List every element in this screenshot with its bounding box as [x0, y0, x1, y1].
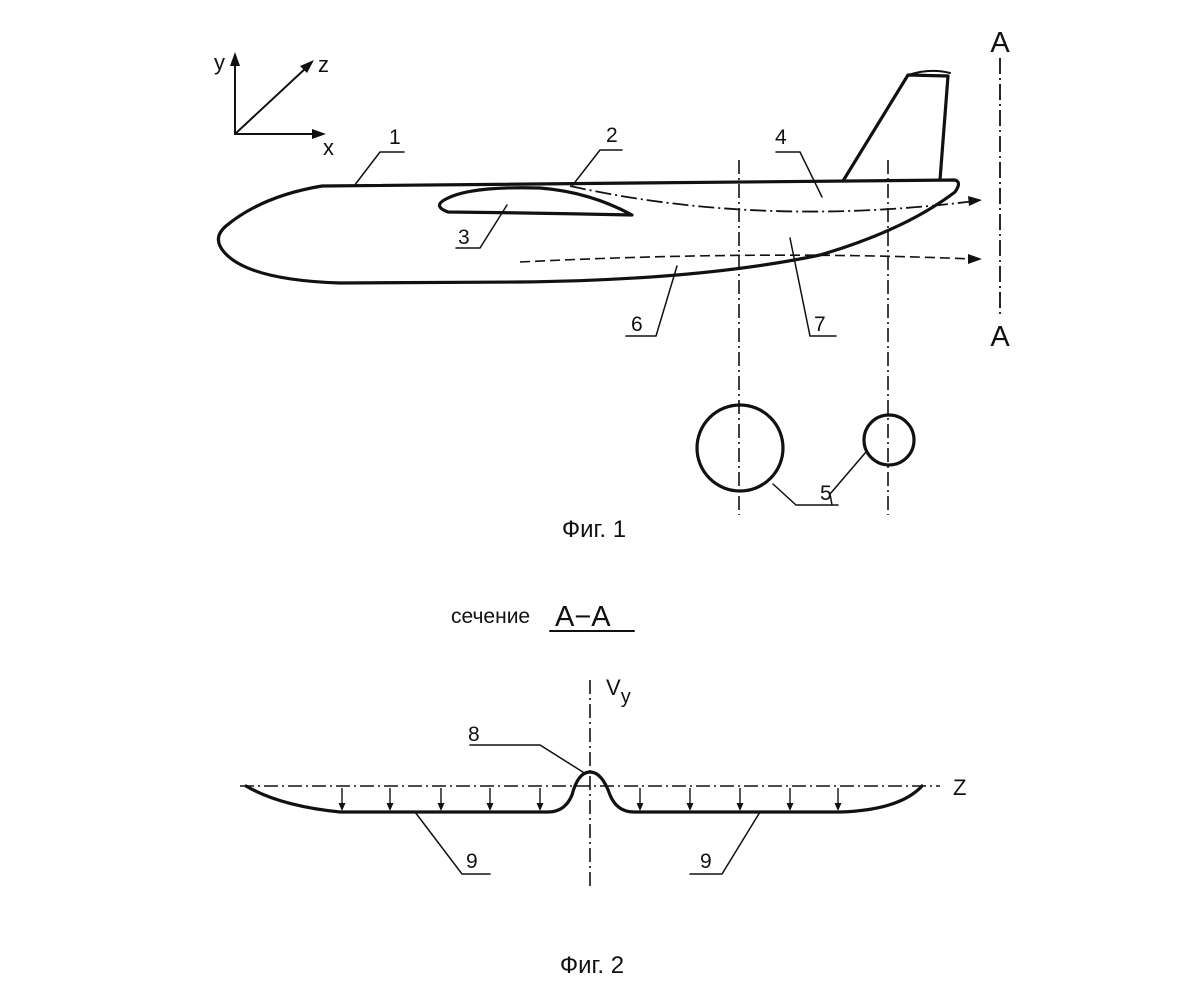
callout-2: 2	[606, 124, 618, 147]
vertical-tail-outline	[841, 73, 950, 183]
engine-large-circle	[695, 403, 785, 493]
leader-5a	[772, 483, 839, 506]
downwash-arrow-icon	[437, 803, 445, 811]
y-axis-arrow-icon	[230, 52, 240, 66]
callout-4: 4	[775, 126, 787, 149]
y-axis-label: y	[214, 50, 225, 75]
leader-9-right	[689, 811, 761, 875]
leader-lines	[353, 149, 867, 506]
leader-9-left	[414, 811, 491, 875]
figure-2-caption: Фиг. 2	[560, 952, 624, 979]
callout-1: 1	[389, 126, 401, 149]
downwash-arrow-icon	[338, 803, 346, 811]
downwash-arrow-icon	[686, 803, 694, 811]
figure-2: сечение A−A Z Vy 8 9 9 Фиг. 2	[240, 601, 966, 979]
downwash-arrows	[338, 788, 842, 811]
callout-6: 6	[631, 313, 643, 336]
x-axis-arrow-icon	[312, 129, 326, 139]
downwash-arrow-icon	[636, 803, 644, 811]
flow-lower-arrow-icon	[968, 254, 982, 264]
engine-small-circle	[862, 413, 916, 467]
leader-4	[775, 151, 823, 198]
leader-5b	[829, 451, 867, 506]
z-axis-line	[234, 66, 308, 135]
callout-7: 7	[814, 313, 826, 336]
leader-8	[469, 744, 587, 775]
section-title-prefix: сечение	[451, 605, 530, 628]
downwash-arrow-icon	[386, 803, 394, 811]
leader-6	[625, 265, 678, 337]
callout-9-left: 9	[466, 850, 478, 873]
callout-8: 8	[468, 723, 480, 746]
vy-axis-label: Vy	[606, 675, 631, 708]
callout-5: 5	[820, 482, 832, 505]
tail-tip-cap	[907, 69, 951, 76]
leader-2	[571, 149, 623, 187]
z-axis-label: z	[318, 52, 329, 77]
z-axis-arrow-icon	[300, 60, 314, 73]
downwash-arrow-icon	[536, 803, 544, 811]
leader-3	[455, 204, 508, 249]
canopy-outline	[437, 186, 634, 217]
leader-1	[353, 151, 405, 187]
velocity-profile-curve	[244, 770, 924, 814]
leader-7	[789, 237, 837, 337]
figure-1: y z x A A	[214, 27, 1010, 543]
section-mark-top: A	[990, 27, 1010, 59]
x-axis-label: x	[323, 135, 334, 160]
downwash-arrow-icon	[834, 803, 842, 811]
vy-axis-label-sub: y	[621, 686, 631, 708]
flow-line-upper	[569, 185, 976, 213]
callout-9-right: 9	[700, 850, 712, 873]
z-axis-label-fig2: Z	[953, 775, 966, 800]
vy-axis-label-main: V	[606, 675, 621, 700]
figure-1-caption: Фиг. 1	[562, 516, 626, 543]
coordinate-axes: y z x	[214, 50, 334, 160]
aircraft-body-outline	[216, 178, 961, 285]
callout-3: 3	[458, 226, 470, 249]
downwash-arrow-icon	[786, 803, 794, 811]
flow-line-lower	[519, 254, 973, 263]
downwash-arrow-icon	[736, 803, 744, 811]
flow-upper-arrow-icon	[968, 196, 982, 206]
section-title-name: A−A	[555, 601, 611, 633]
section-mark-bottom: A	[990, 321, 1010, 353]
downwash-arrow-icon	[486, 803, 494, 811]
